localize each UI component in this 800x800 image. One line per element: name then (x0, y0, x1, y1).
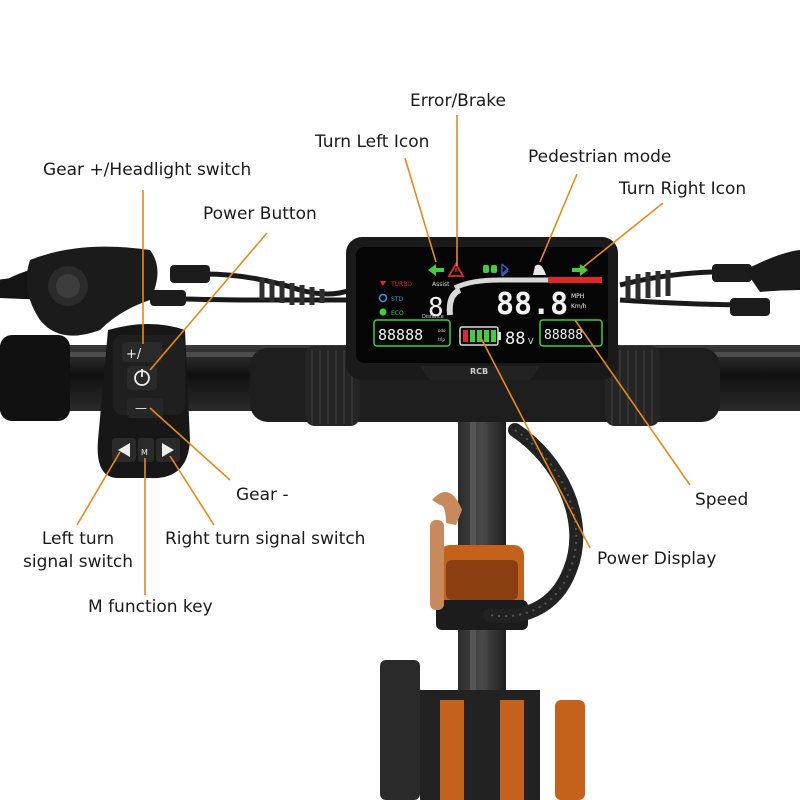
pedestrian-mode-indicator (533, 264, 546, 275)
right-brake-lever (745, 250, 800, 292)
voltage-digits: 88 (505, 329, 525, 349)
turbo-text: TURBO (390, 281, 412, 288)
label-m-function-key: M function key (88, 597, 213, 617)
right-digits: 88888 (544, 328, 583, 343)
label-left-turn-line1: Left turn (41, 529, 115, 549)
bluetooth-indicator (501, 263, 510, 277)
label-left-turn-signal: Left turn signal switch (18, 528, 138, 574)
battery-gauge (459, 326, 501, 346)
leader-speed (574, 319, 691, 486)
label-speed: Speed (695, 490, 749, 510)
leader-left-turn (76, 451, 121, 526)
leader-power (149, 232, 268, 371)
turn-left-indicator (428, 264, 444, 276)
error-brake-indicator (447, 262, 465, 277)
right-info-box (539, 319, 603, 347)
kmh-label: Km/h (571, 303, 587, 310)
distance-box (373, 319, 451, 347)
brand-logo: RCB (470, 367, 488, 376)
label-error-brake: Error/Brake (410, 91, 506, 111)
coiled-cable (483, 423, 584, 624)
label-power-display: Power Display (597, 549, 717, 569)
gear-plus-glyph: +/ (126, 347, 142, 362)
left-grip (0, 246, 158, 421)
minus-glyph: — (135, 401, 147, 415)
leader-power-display (479, 335, 591, 549)
gear-minus-button[interactable] (127, 398, 163, 418)
std-text: STD (391, 296, 403, 303)
leader-turn-right (581, 202, 664, 269)
label-gear-plus-headlight: Gear +/Headlight switch (43, 160, 252, 180)
power-button[interactable] (127, 366, 157, 390)
speed-digits: 88.8 (496, 287, 568, 322)
m-glyph: M (141, 448, 148, 457)
folding-latch (430, 492, 462, 610)
distance-digits: 88888 (378, 326, 423, 344)
label-left-turn-line2: signal switch (23, 552, 133, 572)
cable-coil-rings (259, 270, 671, 305)
leader-right-turn (169, 455, 215, 526)
steering-stem (380, 400, 585, 800)
gear-digit: 8 (428, 293, 444, 323)
leader-pedestrian (539, 173, 578, 263)
leader-gear-minus (149, 407, 231, 481)
leader-lines (76, 115, 691, 595)
distance-label: Distance (422, 314, 444, 320)
label-gear-minus: Gear - (236, 485, 289, 505)
right-turn-signal-button[interactable] (156, 438, 180, 462)
speed-arc-bar (446, 277, 602, 316)
label-power-button: Power Button (203, 204, 317, 224)
m-function-button[interactable] (138, 438, 154, 462)
connectors (150, 264, 770, 316)
mph-label: MPH (571, 293, 584, 300)
label-turn-left-icon: Turn Left Icon (315, 132, 430, 152)
lcd-display (346, 237, 618, 380)
assist-label: Assist (432, 281, 450, 288)
eco-text: ECO (391, 310, 404, 317)
gear-plus-headlight-button[interactable] (122, 342, 162, 362)
leader-turn-left (404, 157, 437, 263)
label-turn-right-icon: Turn Right Icon (619, 179, 747, 199)
distance-unit-trip: trip (438, 337, 445, 342)
label-right-turn-signal: Right turn signal switch (165, 529, 366, 549)
headlight-indicator (483, 265, 497, 273)
voltage-unit: V (528, 337, 534, 346)
distance-unit-odo: odo (438, 328, 446, 333)
label-pedestrian-mode: Pedestrian mode (528, 147, 672, 167)
mode-icons (378, 281, 388, 316)
